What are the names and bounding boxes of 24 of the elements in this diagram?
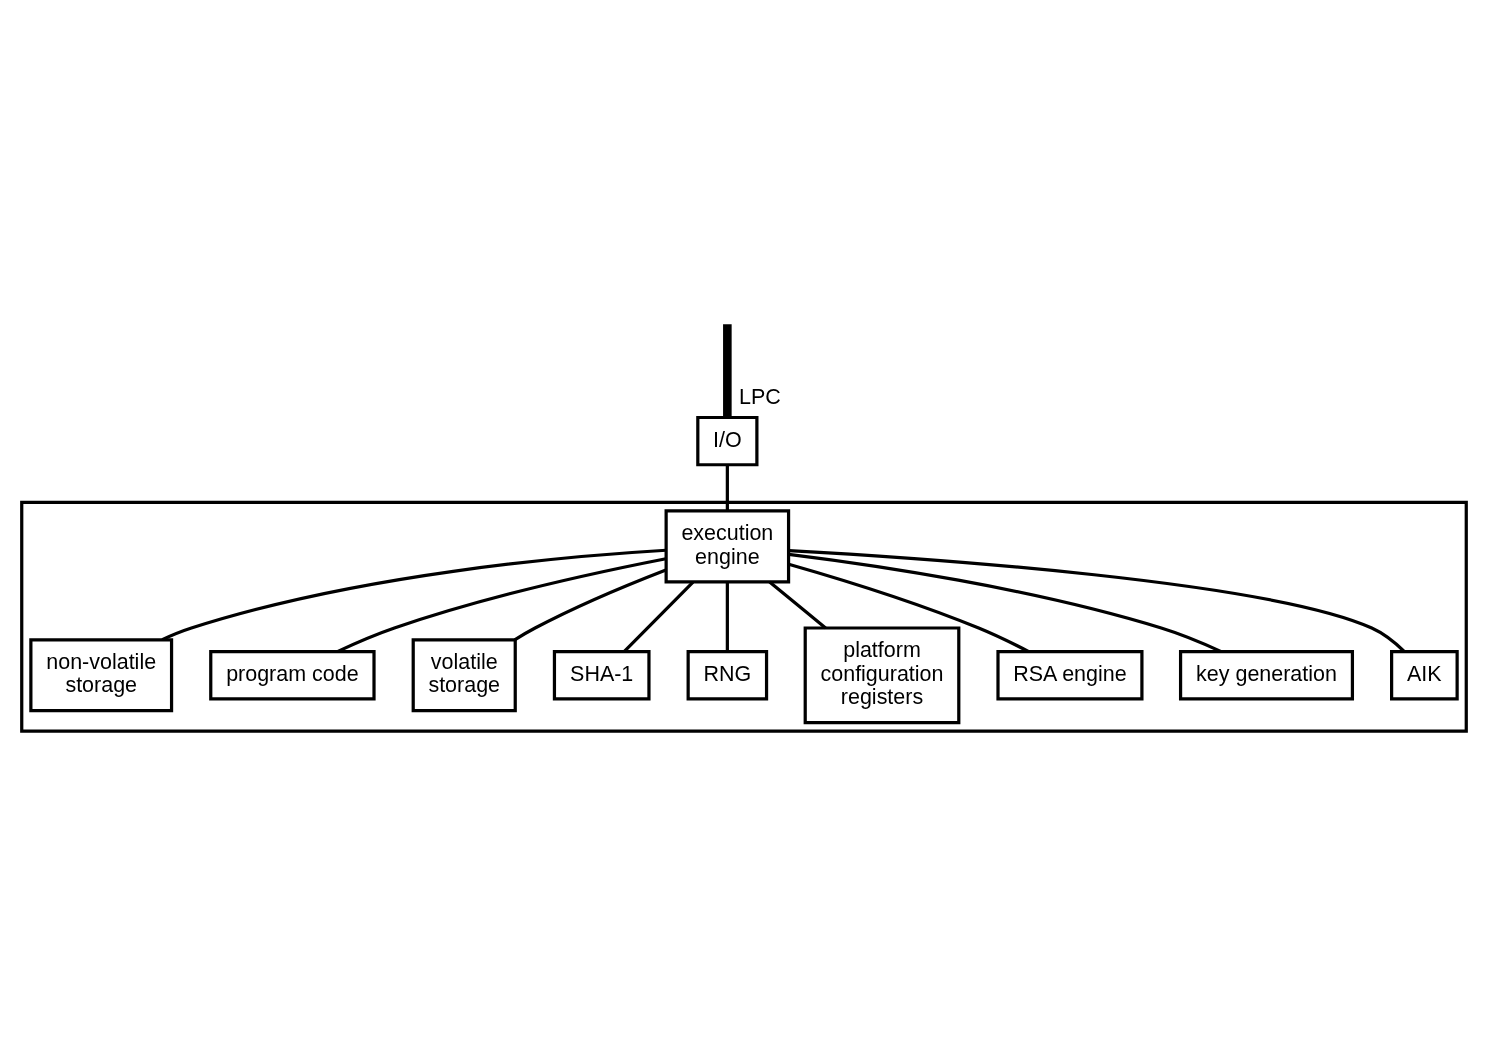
connector xyxy=(788,548,1406,653)
connector xyxy=(768,580,827,630)
cluster xyxy=(20,500,1468,733)
node-box: non-volatile storage xyxy=(29,638,174,713)
node-box: platform configuration registers xyxy=(803,626,961,725)
node-box: key generation xyxy=(1178,650,1355,701)
node-box: execution engine xyxy=(664,509,791,584)
edge-label: LPC xyxy=(739,385,781,410)
node-box: RNG xyxy=(686,650,769,701)
connector xyxy=(513,568,667,642)
node-box: I/O xyxy=(696,415,759,467)
node-box: program code xyxy=(209,650,376,701)
connector xyxy=(336,557,667,654)
node-box: AIK xyxy=(1390,650,1459,701)
connector xyxy=(723,324,732,418)
connector xyxy=(788,562,1030,654)
node-box: SHA-1 xyxy=(552,650,651,701)
connector xyxy=(788,552,1222,654)
node-box: RSA engine xyxy=(996,650,1144,701)
connector xyxy=(161,548,667,642)
connector xyxy=(725,465,729,511)
connector xyxy=(622,580,695,653)
node-box: volatile storage xyxy=(411,638,517,713)
connector xyxy=(725,582,729,652)
